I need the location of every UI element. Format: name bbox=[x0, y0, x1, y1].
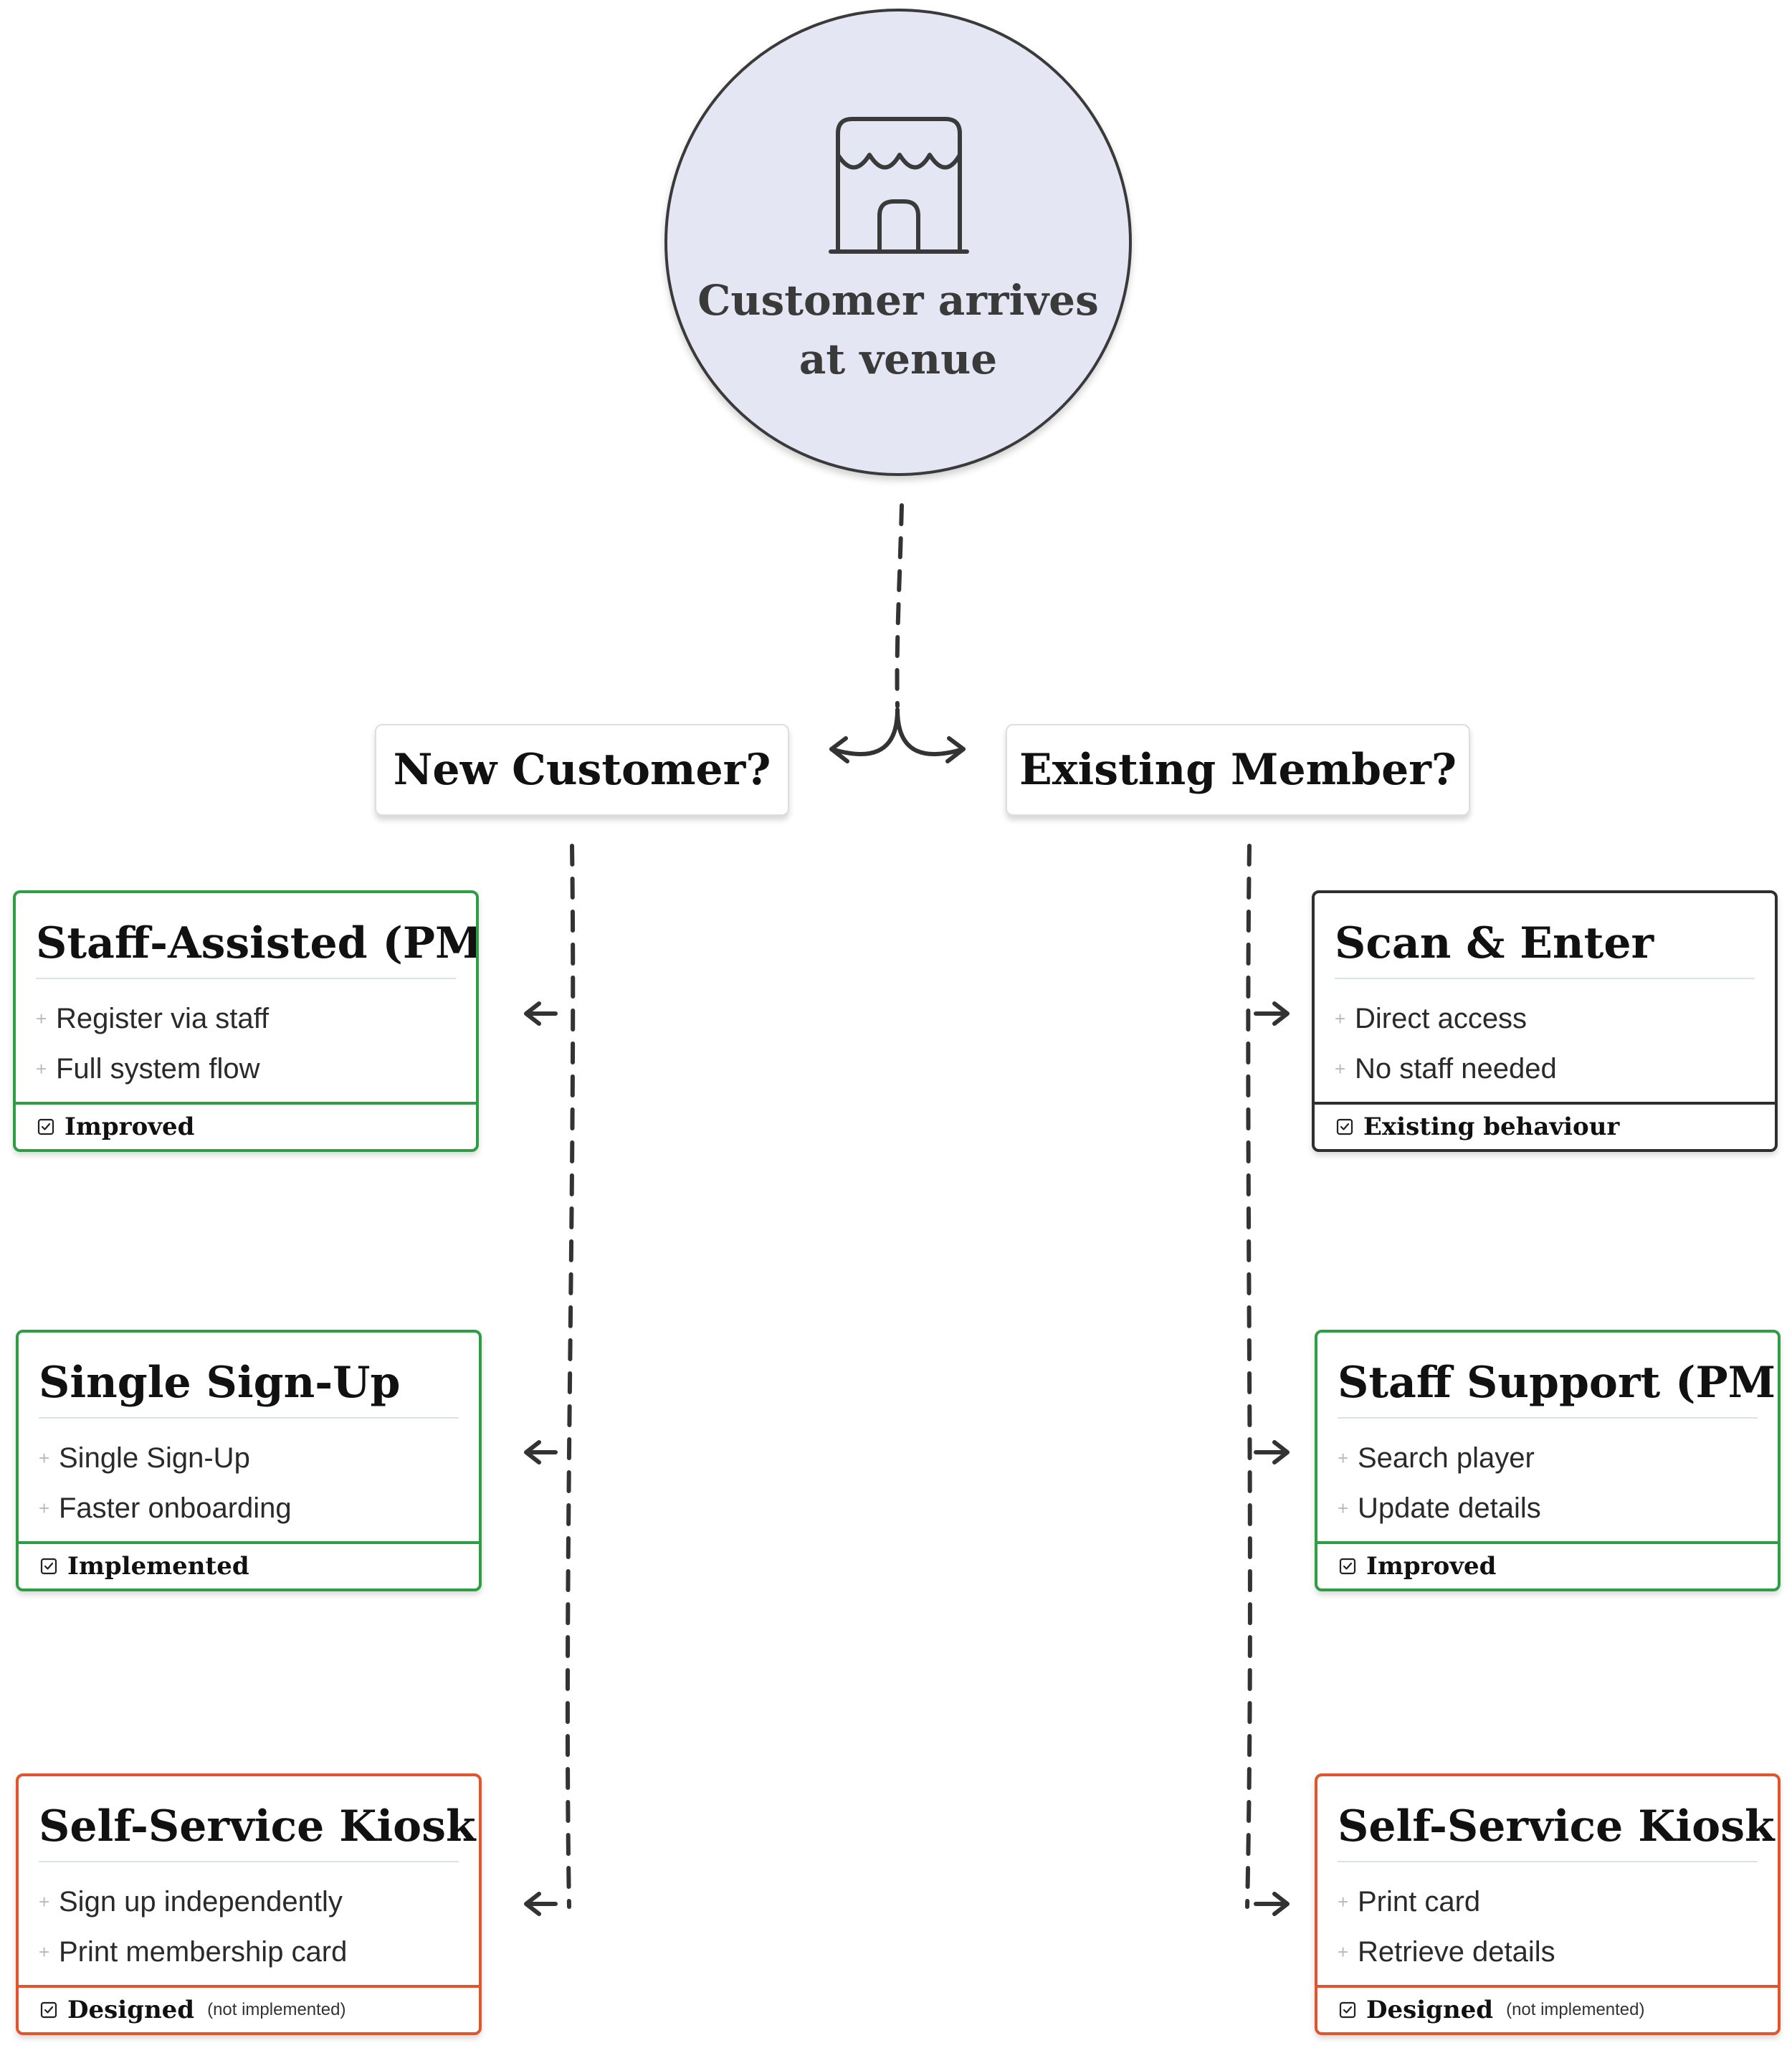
feature-label: Sign up independently bbox=[59, 1885, 343, 1918]
plus-icon: + bbox=[36, 1007, 47, 1029]
status-footer: Improved bbox=[16, 1102, 476, 1149]
feature-item: + Search player bbox=[1338, 1433, 1763, 1483]
feature-label: Retrieve details bbox=[1358, 1935, 1555, 1968]
arrow-to-staff-support bbox=[1254, 1440, 1290, 1464]
card-title: Scan & Enter bbox=[1335, 913, 1755, 979]
feature-label: Faster onboarding bbox=[59, 1492, 292, 1524]
status-note: (not implemented) bbox=[1506, 2000, 1645, 2019]
new-customer-decision: New Customer? bbox=[375, 724, 789, 816]
plus-icon: + bbox=[1338, 1447, 1349, 1469]
checkbox-icon bbox=[37, 1118, 54, 1135]
card-title: Staff Support (PMS) bbox=[1338, 1353, 1778, 1419]
status-footer: Designed (not implemented) bbox=[19, 1985, 479, 2032]
card-features: + Print card + Retrieve details bbox=[1338, 1877, 1763, 1977]
feature-label: Register via staff bbox=[56, 1002, 270, 1034]
existing-member-decision: Existing Member? bbox=[1006, 724, 1470, 816]
arrow-to-single-signup bbox=[524, 1440, 558, 1464]
feature-item: + Update details bbox=[1338, 1483, 1763, 1533]
feature-label: Single Sign-Up bbox=[59, 1442, 250, 1474]
status-label: Implemented bbox=[67, 1552, 249, 1581]
main-connector bbox=[895, 503, 904, 708]
single-signup-card: Single Sign-Up + Single Sign-Up + Faster o… bbox=[16, 1330, 482, 1591]
arrow-to-staff-assisted bbox=[524, 1001, 558, 1026]
split-arrowhead-left bbox=[829, 736, 849, 763]
plus-icon: + bbox=[1338, 1890, 1349, 1913]
card-title: Self-Service Kiosk bbox=[39, 1796, 476, 1862]
card-title: Staff-Assisted (PMS) bbox=[36, 913, 476, 979]
store-icon bbox=[829, 117, 969, 254]
plus-icon: + bbox=[39, 1447, 50, 1469]
plus-icon: + bbox=[39, 1497, 50, 1519]
status-label: Improved bbox=[65, 1113, 195, 1141]
status-note: (not implemented) bbox=[207, 2000, 346, 2019]
feature-item: + No staff needed bbox=[1335, 1044, 1760, 1094]
card-title: Single Sign-Up bbox=[39, 1353, 459, 1419]
self-service-kiosk-existing-card: Self-Service Kiosk + Print card + Retrieve… bbox=[1315, 1773, 1781, 2035]
checkbox-icon bbox=[1339, 1558, 1356, 1575]
new-customer-spine bbox=[565, 844, 576, 1909]
status-label: Improved bbox=[1366, 1552, 1497, 1581]
feature-label: Update details bbox=[1358, 1492, 1541, 1524]
split-curve-left bbox=[829, 708, 900, 756]
plus-icon: + bbox=[1338, 1940, 1349, 1963]
plus-icon: + bbox=[36, 1057, 47, 1080]
status-label: Existing behaviour bbox=[1363, 1113, 1620, 1141]
feature-item: + Print membership card bbox=[39, 1927, 464, 1977]
status-footer: Designed (not implemented) bbox=[1317, 1985, 1778, 2032]
status-label: Designed bbox=[1366, 1996, 1494, 2024]
feature-item: + Full system flow bbox=[36, 1044, 462, 1094]
feature-label: Print membership card bbox=[59, 1935, 348, 1968]
feature-label: No staff needed bbox=[1355, 1052, 1557, 1085]
feature-label: Direct access bbox=[1355, 1002, 1528, 1034]
arrow-to-kiosk-existing bbox=[1254, 1892, 1290, 1916]
plus-icon: + bbox=[39, 1940, 50, 1963]
feature-item: + Retrieve details bbox=[1338, 1927, 1763, 1977]
status-footer: Existing behaviour bbox=[1315, 1102, 1775, 1149]
checkbox-icon bbox=[40, 1558, 57, 1575]
plus-icon: + bbox=[1335, 1057, 1346, 1080]
checkbox-icon bbox=[1336, 1118, 1353, 1135]
checkbox-icon bbox=[40, 2001, 57, 2019]
split-arrowhead-right bbox=[945, 736, 966, 763]
feature-label: Print card bbox=[1358, 1885, 1481, 1918]
card-features: + Search player + Update details bbox=[1338, 1433, 1763, 1533]
feature-label: Search player bbox=[1358, 1442, 1535, 1474]
self-service-kiosk-new-card: Self-Service Kiosk + Sign up independentl… bbox=[16, 1773, 482, 2035]
feature-item: + Direct access bbox=[1335, 994, 1760, 1044]
feature-label: Full system flow bbox=[56, 1052, 260, 1085]
feature-item: + Single Sign-Up bbox=[39, 1433, 464, 1483]
staff-assisted-card: Staff-Assisted (PMS) + Register via staff… bbox=[13, 890, 479, 1152]
card-features: + Single Sign-Up + Faster onboarding bbox=[39, 1433, 464, 1533]
feature-item: + Sign up independently bbox=[39, 1877, 464, 1927]
arrow-to-scan-enter bbox=[1254, 1001, 1290, 1026]
card-title: Self-Service Kiosk bbox=[1338, 1796, 1775, 1862]
feature-item: + Register via staff bbox=[36, 994, 462, 1044]
card-features: + Register via staff + Full system flow bbox=[36, 994, 462, 1094]
checkbox-icon bbox=[1339, 2001, 1356, 2019]
plus-icon: + bbox=[39, 1890, 50, 1913]
feature-item: + Print card bbox=[1338, 1877, 1763, 1927]
plus-icon: + bbox=[1335, 1007, 1346, 1029]
status-footer: Implemented bbox=[19, 1541, 479, 1588]
start-title: Customer arrives at venue bbox=[697, 276, 1099, 384]
scan-enter-card: Scan & Enter + Direct access + No staff ne… bbox=[1312, 890, 1778, 1152]
feature-item: + Faster onboarding bbox=[39, 1483, 464, 1533]
start-node: Customer arrives at venue bbox=[664, 9, 1132, 476]
existing-member-spine bbox=[1245, 844, 1252, 1909]
status-label: Designed bbox=[67, 1996, 195, 2024]
status-footer: Improved bbox=[1317, 1541, 1778, 1588]
staff-support-card: Staff Support (PMS) + Search player + Upda… bbox=[1315, 1330, 1781, 1591]
plus-icon: + bbox=[1338, 1497, 1349, 1519]
split-curve-right bbox=[895, 708, 966, 756]
card-features: + Sign up independently + Print membership… bbox=[39, 1877, 464, 1977]
card-features: + Direct access + No staff needed bbox=[1335, 994, 1760, 1094]
arrow-to-kiosk-new bbox=[524, 1892, 558, 1916]
